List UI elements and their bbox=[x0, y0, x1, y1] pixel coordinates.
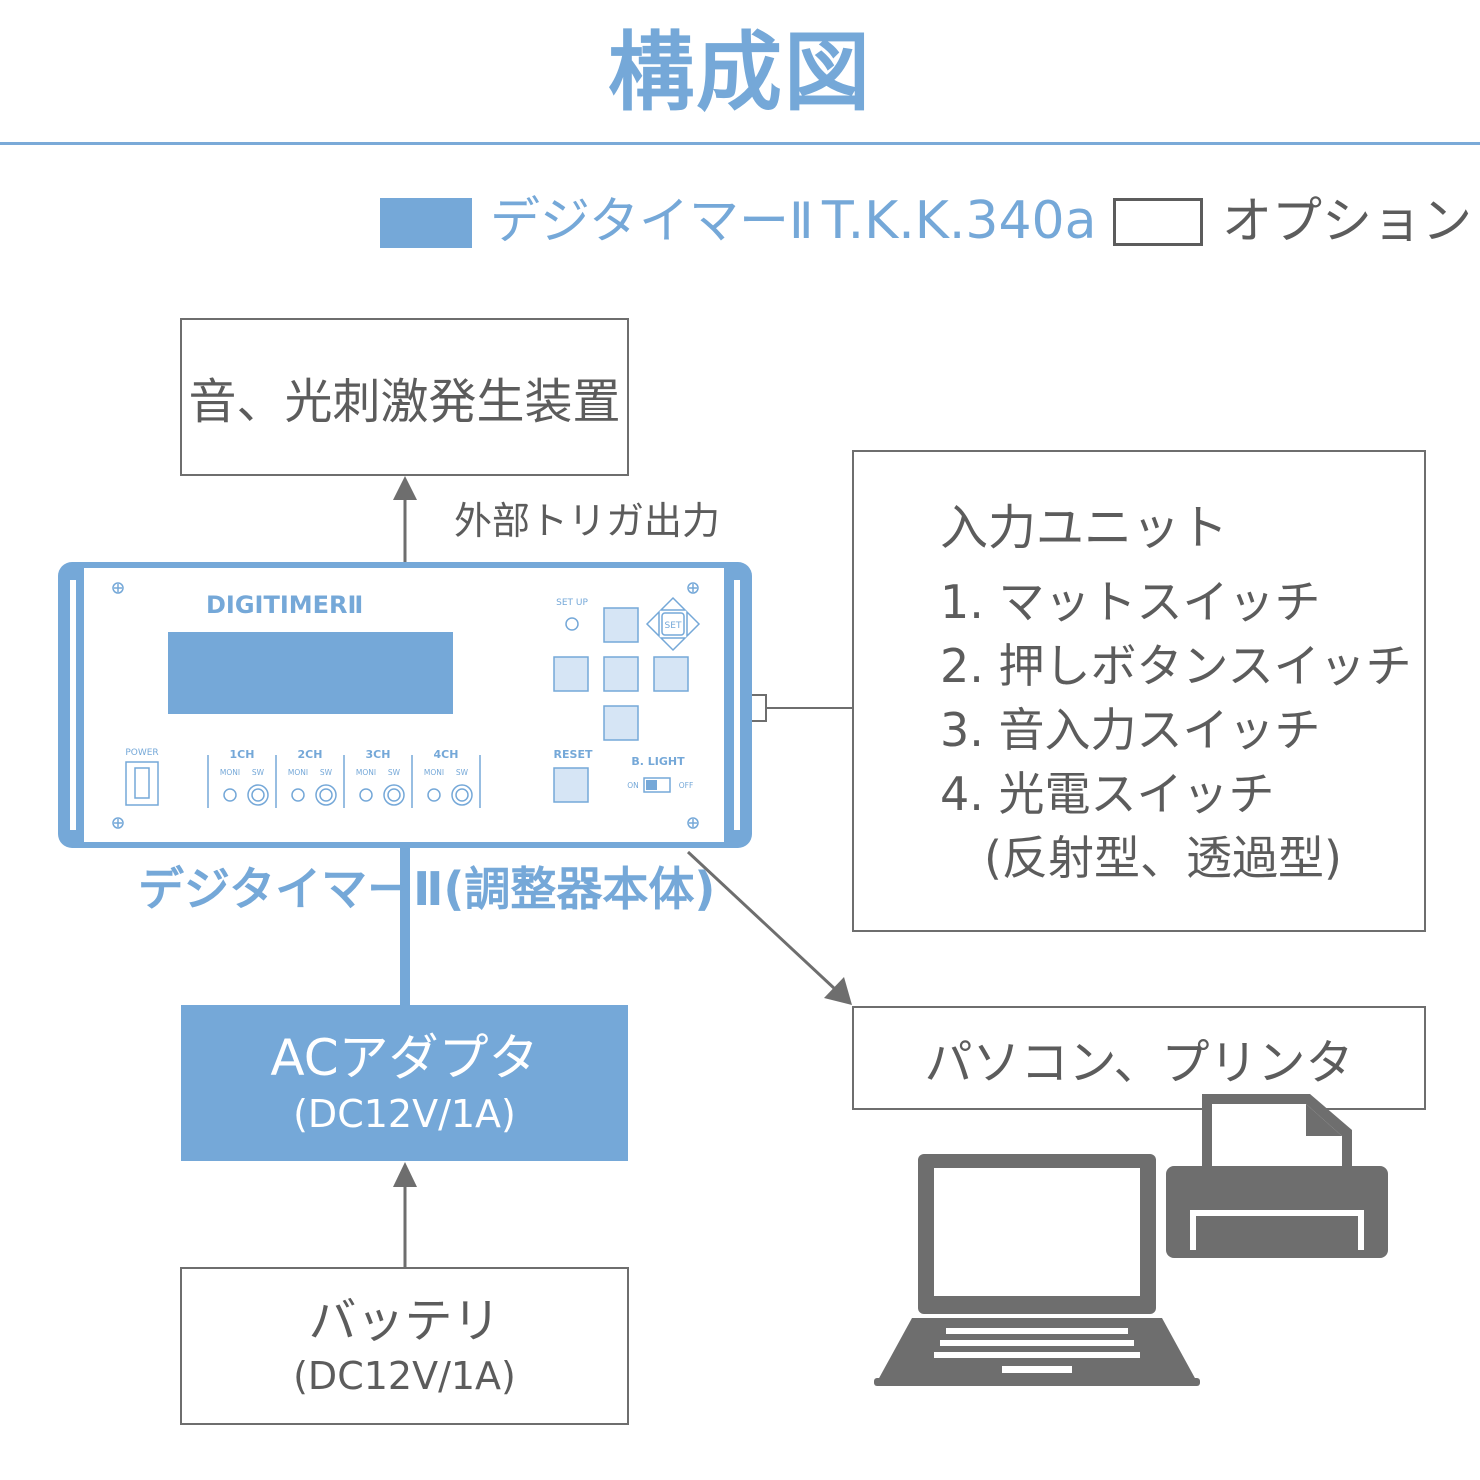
key-right[interactable] bbox=[653, 656, 689, 692]
input-item-mat-switch: 1. マットスイッチ bbox=[940, 575, 1321, 629]
input-item-sound-switch: 3. 音入力スイッチ bbox=[940, 703, 1321, 757]
input-item-photo-switch: 4. 光電スイッチ bbox=[940, 767, 1275, 821]
ch3-sw-label: SW bbox=[388, 768, 401, 777]
printer-icon bbox=[1166, 1094, 1388, 1258]
key-up[interactable] bbox=[603, 607, 639, 643]
title-divider bbox=[0, 142, 1480, 145]
ch4-moni-jack bbox=[427, 788, 441, 802]
trigger-arrowhead bbox=[393, 476, 417, 500]
ch2-moni-label: MONI bbox=[288, 768, 308, 777]
legend-model: T.K.K.340a bbox=[822, 191, 1097, 251]
ch4-label: 4CH bbox=[434, 748, 459, 761]
legend-main-label: デジタイマーⅡ bbox=[490, 192, 814, 250]
pc-printer-label: パソコン、プリンタ bbox=[924, 1035, 1354, 1091]
ch1-label: 1CH bbox=[230, 748, 255, 761]
legend-main-swatch bbox=[380, 198, 472, 248]
reset-button[interactable] bbox=[553, 767, 589, 803]
stimulus-generator-box: 音、光刺激発生装置 bbox=[180, 318, 629, 476]
set-label: SET bbox=[665, 621, 682, 631]
trigger-output-label: 外部トリガ出力 bbox=[454, 499, 721, 543]
battery-box: バッテリ (DC12V/1A) bbox=[180, 1267, 629, 1425]
ch4-moni-label: MONI bbox=[424, 768, 444, 777]
ch4-sw-label: SW bbox=[456, 768, 469, 777]
digitimer-device: DIGITIMERⅡ SET UP SET POWER 1CH 2CH 3CH … bbox=[58, 562, 752, 848]
input-unit-box: 入力ユニット 1. マットスイッチ 2. 押しボタンスイッチ 3. 音入力スイッ… bbox=[852, 450, 1426, 932]
setup-led bbox=[565, 617, 579, 631]
lcd-display bbox=[168, 632, 453, 714]
battery-spec: (DC12V/1A) bbox=[293, 1354, 516, 1398]
ch3-moni-jack bbox=[359, 788, 373, 802]
pc-printer-box: パソコン、プリンタ bbox=[852, 1006, 1426, 1110]
pc-line bbox=[686, 850, 838, 992]
ac-adapter-spec: (DC12V/1A) bbox=[293, 1092, 516, 1136]
device-brand: DIGITIMERⅡ bbox=[206, 591, 363, 619]
ch3-label: 3CH bbox=[366, 748, 391, 761]
key-down[interactable] bbox=[603, 705, 639, 741]
ch2-label: 2CH bbox=[298, 748, 323, 761]
pc-arrowhead bbox=[824, 977, 852, 1005]
ac-adapter-box: ACアダプタ (DC12V/1A) bbox=[181, 1005, 628, 1161]
setup-label: SET UP bbox=[556, 598, 588, 608]
input-unit-title: 入力ユニット bbox=[940, 500, 1229, 556]
ch2-moni-jack bbox=[291, 788, 305, 802]
page-title: 構成図 bbox=[608, 23, 872, 123]
on-label: ON bbox=[627, 781, 639, 790]
stimulus-generator-label: 音、光刺激発生装置 bbox=[188, 374, 621, 430]
ch2-sw-label: SW bbox=[320, 768, 333, 777]
ch1-sw-label: SW bbox=[252, 768, 265, 777]
ch1-moni-label: MONI bbox=[220, 768, 240, 777]
reset-label: RESET bbox=[554, 748, 593, 761]
input-item-push-button: 2. 押しボタンスイッチ bbox=[940, 639, 1412, 693]
power-label: POWER bbox=[125, 748, 158, 758]
power-cable bbox=[400, 848, 410, 1005]
legend-option-swatch bbox=[1113, 198, 1203, 246]
battery-label: バッテリ bbox=[308, 1293, 501, 1349]
input-item-photo-type: (反射型、透過型) bbox=[984, 831, 1342, 885]
battery-arrowhead bbox=[393, 1162, 417, 1187]
legend-option-label: オプション bbox=[1222, 192, 1472, 250]
laptop-icon bbox=[874, 1154, 1200, 1386]
ch3-moni-label: MONI bbox=[356, 768, 376, 777]
blight-label: B. LIGHT bbox=[631, 755, 685, 768]
screw-icons bbox=[112, 582, 699, 829]
off-label: OFF bbox=[679, 781, 694, 790]
ch1-moni-jack bbox=[223, 788, 237, 802]
key-left[interactable] bbox=[553, 656, 589, 692]
key-center[interactable] bbox=[603, 656, 639, 692]
device-caption: デジタイマーⅡ(調整器本体) bbox=[138, 862, 716, 916]
ac-adapter-label: ACアダプタ bbox=[270, 1029, 539, 1087]
set-diamond-icon bbox=[645, 596, 701, 652]
